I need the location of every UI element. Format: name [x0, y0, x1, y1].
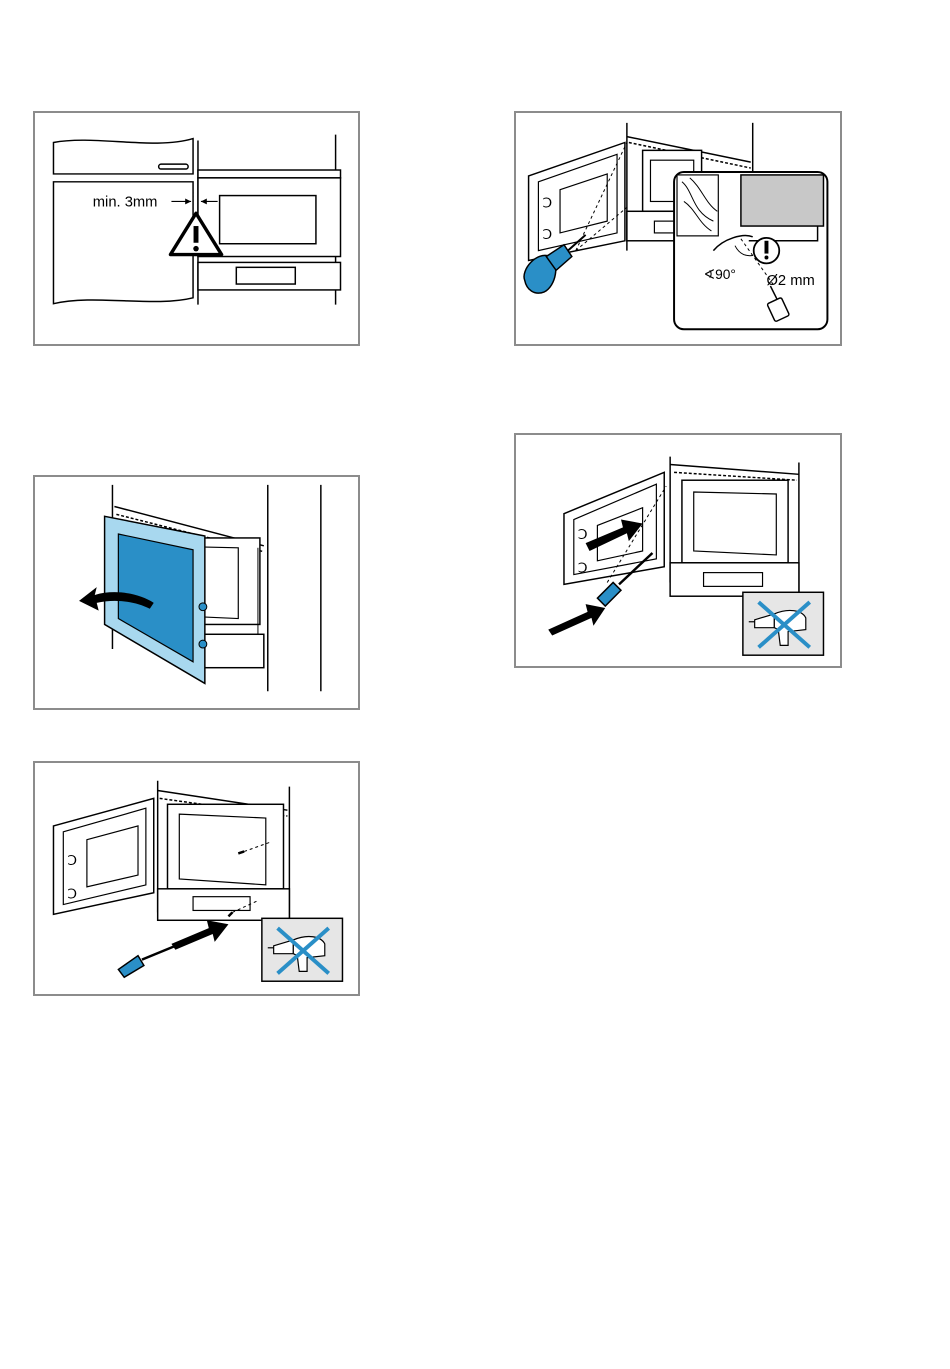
screw-top-diagram: Ↄ Ↄ: [516, 435, 840, 666]
exclamation-icon: [754, 238, 780, 264]
svg-text:Ↄ: Ↄ: [542, 227, 552, 242]
svg-text:Ↄ: Ↄ: [67, 887, 77, 902]
no-drill-icon: [262, 918, 343, 981]
svg-text:Ↄ: Ↄ: [67, 853, 77, 868]
panel-screw-top: Ↄ Ↄ: [514, 433, 842, 668]
angle-label: ∢90°: [704, 267, 736, 282]
panel-gap-warning: min. 3mm: [33, 111, 360, 346]
door-diagram: [35, 477, 358, 708]
no-drill-icon: [743, 592, 824, 655]
screwdriver-icon: [118, 946, 175, 977]
screw-bottom-diagram: Ↄ Ↄ: [35, 763, 358, 994]
diameter-label: Ø2 mm: [766, 273, 814, 289]
panel-drill-angle: Ↄ Ↄ ∢90° Ø2 mm: [514, 111, 842, 346]
svg-text:Ↄ: Ↄ: [542, 195, 552, 210]
svg-text:Ↄ: Ↄ: [578, 561, 588, 576]
svg-text:Ↄ: Ↄ: [578, 527, 588, 542]
gap-diagram: min. 3mm: [35, 113, 358, 344]
min-gap-label: min. 3mm: [93, 194, 158, 210]
panel-screw-bottom: Ↄ Ↄ: [33, 761, 360, 996]
panel-open-door: [33, 475, 360, 710]
detail-inset: ∢90° Ø2 mm: [674, 172, 827, 329]
drill-diagram: Ↄ Ↄ ∢90° Ø2 mm: [516, 113, 840, 344]
